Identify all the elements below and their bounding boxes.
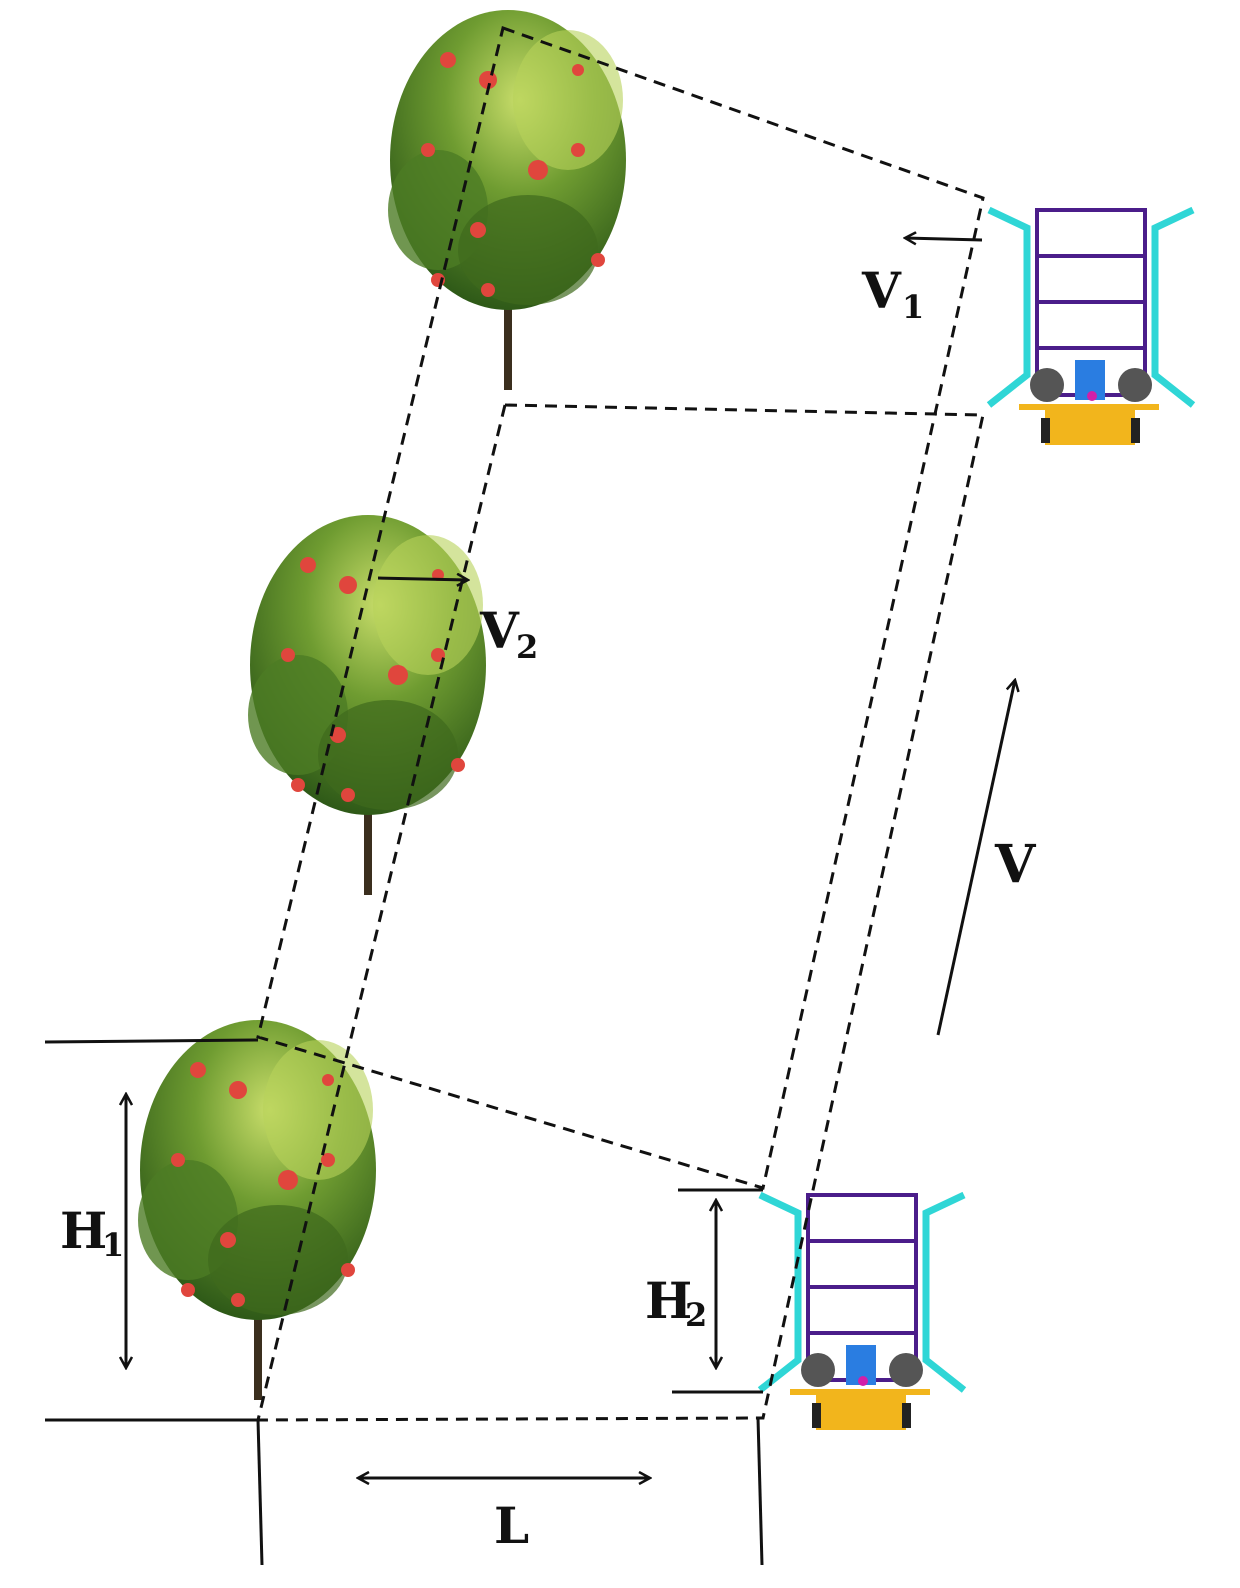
inner-quadrilateral <box>257 403 985 1422</box>
v2-arrow <box>377 578 468 580</box>
h1-label: H <box>60 1201 107 1260</box>
v1-subscript: 1 <box>902 288 924 326</box>
h2-subscript: 2 <box>685 1296 707 1334</box>
l-label: L <box>494 1496 529 1555</box>
row-line-left <box>256 404 507 1421</box>
v2-label: V <box>479 601 520 660</box>
v1-arrow <box>905 238 983 240</box>
outer-quadrilateral <box>256 26 985 1190</box>
harvest-robot-top <box>989 210 1193 445</box>
h2-label: H <box>645 1271 692 1330</box>
v-label: V <box>994 834 1037 895</box>
ground-ref-left-vertical <box>256 1419 264 1566</box>
apple-tree-middle <box>248 515 486 895</box>
v1-label: V <box>861 261 902 320</box>
v-arrow <box>936 680 1015 1036</box>
apple-tree-top <box>388 10 626 390</box>
h1-subscript: 1 <box>102 1226 124 1264</box>
harvest-robot-bottom <box>760 1195 964 1430</box>
ground-ref-top <box>44 1038 259 1044</box>
v2-subscript: 2 <box>516 628 538 666</box>
ground-ref-right-vertical <box>756 1417 764 1566</box>
